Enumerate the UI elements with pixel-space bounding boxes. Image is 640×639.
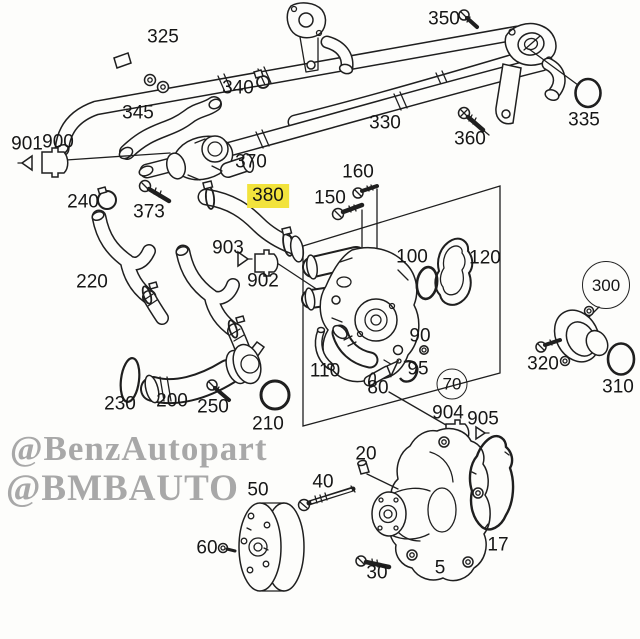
coolant-pipes-group	[53, 2, 602, 179]
o-ring-335	[574, 77, 602, 109]
bolt-30-icon	[355, 555, 392, 570]
bolt-250-icon	[206, 379, 231, 402]
watermark-text: @BMBAUTO	[6, 468, 239, 509]
plug-905-icon	[475, 425, 487, 441]
thermostat-300-group	[535, 305, 636, 376]
screw-360-icon	[457, 106, 490, 136]
plug-902-icon	[254, 249, 279, 277]
bolt-60-icon	[217, 542, 237, 554]
o-ring-310	[606, 342, 636, 376]
assembly-box-outline	[302, 185, 501, 427]
watermark-text: @BenzAutopart	[10, 429, 268, 468]
pump-body-5	[371, 427, 491, 582]
plug-901-icon	[20, 154, 33, 172]
clamp-240-icon	[97, 186, 117, 210]
hose-220-twin	[175, 244, 254, 368]
gasket-120	[434, 237, 474, 306]
gasket-17	[468, 434, 515, 531]
connector-plugs-group	[17, 147, 490, 447]
water-pump-group	[217, 427, 515, 592]
plug-900-icon	[41, 147, 69, 178]
hose-220	[91, 209, 169, 325]
bolt-373-icon	[138, 179, 172, 204]
pipe-200	[140, 340, 266, 405]
clamp-95-icon	[399, 360, 419, 383]
bolt-320-icon	[535, 338, 562, 353]
top-flange-fitting	[286, 2, 354, 75]
nut-90-icon	[418, 344, 429, 355]
pipe-bracket-tab	[113, 52, 132, 69]
gasket-230	[119, 357, 141, 403]
plug-20-icon	[357, 459, 399, 490]
hose-110	[314, 326, 335, 371]
bolt-150-icon	[331, 202, 365, 221]
plug-903-icon	[237, 250, 250, 268]
hose-380-group	[197, 180, 305, 263]
o-ring-100	[415, 265, 439, 301]
bolt-160-icon	[352, 184, 379, 199]
sensor-80-group	[363, 344, 447, 426]
bolt-40-icon	[297, 485, 356, 512]
clamp-340-icon	[253, 69, 270, 89]
o-ring-210	[259, 379, 291, 411]
housing-group	[301, 184, 474, 383]
screw-350-icon	[458, 9, 479, 29]
pulley-50	[238, 502, 305, 592]
throttle-370-group	[165, 135, 255, 181]
left-hoses-group	[91, 209, 291, 411]
